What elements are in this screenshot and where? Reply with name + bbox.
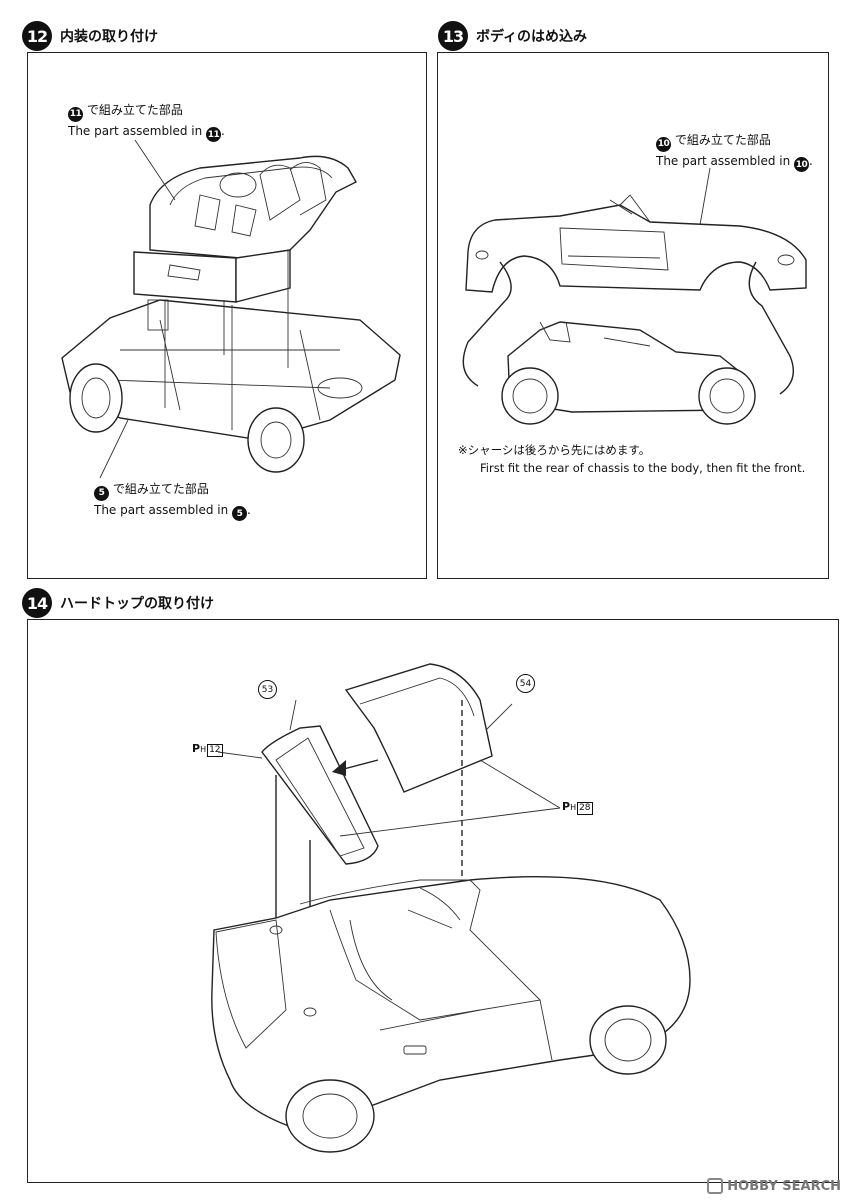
step-12-bottom-note-jp: で組み立てた部品 bbox=[112, 482, 209, 496]
body-shell-drawing bbox=[465, 194, 807, 293]
step-13-panel bbox=[437, 52, 829, 579]
step-5-ref-badge-en: 5 bbox=[232, 506, 248, 521]
ph-12-number: 12 bbox=[207, 744, 223, 757]
step-13-header: 13 ボディのはめ込み bbox=[438, 21, 587, 51]
step-13-fit-outline bbox=[462, 167, 794, 395]
watermark-text: HOBBY SEARCH bbox=[727, 1178, 841, 1194]
part-53-number: 53 bbox=[258, 680, 277, 699]
step-12-bottom-note: 5 で組み立てた部品 The part assembled in 5. bbox=[94, 480, 251, 521]
step-13-note-jp: で組み立てた部品 bbox=[674, 133, 771, 147]
ph-28-letter: P bbox=[562, 800, 571, 813]
step-14-header: 14 ハードトップの取り付け bbox=[22, 588, 214, 618]
ph-28-number: 28 bbox=[577, 802, 593, 815]
step-12-number: 12 bbox=[22, 21, 52, 51]
step-13-instruction-jp: ※シャーシは後ろから先にはめます。 bbox=[458, 443, 651, 457]
hardtop-roof-drawing bbox=[344, 663, 493, 900]
part-54-number: 54 bbox=[516, 674, 535, 693]
step-10-ref-badge: 10 bbox=[656, 136, 671, 152]
step-12-top-note-jp: で組み立てた部品 bbox=[86, 103, 183, 117]
step-13-note: 10 で組み立てた部品 The part assembled in 10. bbox=[656, 131, 813, 172]
step-12-bottom-note-en: The part assembled in bbox=[94, 502, 229, 517]
step-13-instruction-en: First fit the rear of chassis to the bod… bbox=[480, 461, 806, 475]
convertible-car-drawing bbox=[211, 876, 691, 1153]
step-13-title: ボディのはめ込み bbox=[476, 29, 588, 45]
interior-tub-drawing bbox=[133, 155, 357, 303]
step-13-instruction: ※シャーシは後ろから先にはめます。 First fit the rear of … bbox=[458, 441, 805, 477]
ph-28-sub: H bbox=[570, 803, 577, 812]
step-12-top-note: 11 で組み立てた部品 The part assembled in 11. bbox=[68, 101, 225, 142]
step-12-title: 内装の取り付け bbox=[60, 29, 158, 45]
chassis-drawing-12 bbox=[61, 299, 401, 473]
step-10-ref-badge-en: 10 bbox=[794, 157, 810, 172]
chassis-drawing-13 bbox=[501, 321, 756, 425]
part-53-callout: 53 bbox=[258, 680, 277, 699]
step-14-title: ハードトップの取り付け bbox=[60, 596, 214, 612]
step-5-ref-badge: 5 bbox=[94, 485, 109, 501]
ph-12-letter: P bbox=[192, 742, 201, 755]
ph-leader-lines bbox=[217, 751, 561, 837]
part-54-callout: 54 bbox=[516, 674, 535, 693]
step-11-ref-badge: 11 bbox=[68, 106, 83, 122]
hobby-search-watermark: HOBBY SEARCH bbox=[707, 1178, 841, 1194]
ph-12-sub: H bbox=[200, 745, 207, 754]
step-12-top-note-en: The part assembled in bbox=[68, 123, 203, 138]
step-12-guide-lines bbox=[99, 139, 289, 479]
watermark-logo-icon bbox=[707, 1178, 724, 1194]
step-13-note-en: The part assembled in bbox=[656, 153, 791, 168]
step-13-number: 13 bbox=[438, 21, 468, 51]
step-12-header: 12 内装の取り付け bbox=[22, 21, 158, 51]
step-11-ref-badge-en: 11 bbox=[206, 127, 222, 142]
step-14-number: 14 bbox=[22, 588, 52, 618]
